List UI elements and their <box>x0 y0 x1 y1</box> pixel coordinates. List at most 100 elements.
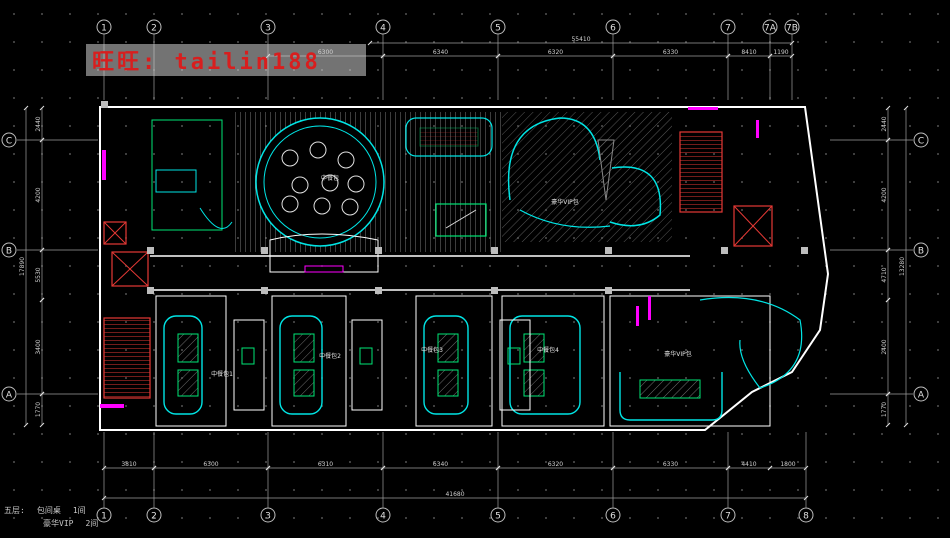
counter <box>155 169 197 193</box>
dim-tick <box>39 137 45 143</box>
dim-tick <box>803 495 809 501</box>
dim-label: 1800 <box>780 461 795 468</box>
table <box>177 369 199 397</box>
vip-room-bottom <box>609 295 771 427</box>
private-room <box>271 295 347 427</box>
column <box>261 247 268 254</box>
grid-bubble-label: A <box>918 391 925 401</box>
dim-tick <box>367 40 373 46</box>
legend-left <box>4 517 31 530</box>
dim-total: 17890 <box>19 257 26 276</box>
grid-bubble <box>1 386 17 402</box>
grid-bubble-label: 8 <box>803 512 809 522</box>
restroom <box>233 319 265 411</box>
table-mark <box>445 209 477 229</box>
column <box>375 247 382 254</box>
dim-label: 2440 <box>881 116 888 131</box>
table <box>293 333 315 363</box>
outer-wall <box>99 106 830 431</box>
dim-label: 5530 <box>35 267 42 282</box>
room-label: 中餐包 <box>321 174 339 182</box>
elevator <box>103 221 127 245</box>
legend-left: 五层: <box>4 506 25 515</box>
vip-sofa-arc <box>507 117 601 201</box>
dim-tick <box>885 391 891 397</box>
legend-mid: 豪华VIP <box>43 519 74 528</box>
dim-tick <box>495 53 501 59</box>
sofa-ring <box>423 315 469 415</box>
table <box>639 379 701 399</box>
dim-total: 13280 <box>899 257 906 276</box>
dim-tick <box>380 53 386 59</box>
grid-bubble-label: B <box>918 247 924 257</box>
grid-bubble-label: 5 <box>495 512 501 522</box>
room-label: 中餐包3 <box>421 346 443 354</box>
dim-label: 1770 <box>881 402 888 417</box>
column <box>801 247 808 254</box>
door-mark <box>756 120 759 138</box>
toilet <box>241 347 255 365</box>
grid-bubble <box>913 386 929 402</box>
private-room <box>501 295 605 427</box>
legend-right: 1间 <box>72 506 86 515</box>
dim-tick <box>903 105 909 111</box>
dim-tick <box>885 422 891 428</box>
dim-label: 3400 <box>35 339 42 354</box>
dim-tick <box>767 465 773 471</box>
door-mark <box>102 150 106 180</box>
dim-tick <box>39 105 45 111</box>
banquet-circle-inner <box>263 125 377 239</box>
door-mark <box>636 306 639 326</box>
dim-tick <box>767 53 773 59</box>
watermark-text: 旺旺: tailin188 <box>92 50 321 75</box>
dim-tick <box>151 465 157 471</box>
dim-tick <box>23 105 29 111</box>
column <box>375 287 382 294</box>
dim-tick <box>803 465 809 471</box>
restroom <box>499 319 531 411</box>
dim-label: 3810 <box>121 461 136 468</box>
dim-label: 6330 <box>663 461 678 468</box>
grid-bubble <box>913 132 929 148</box>
stage-front <box>304 265 344 273</box>
dim-tick <box>380 465 386 471</box>
sofa-ring <box>163 315 203 415</box>
grid-bubble-label: 1 <box>101 512 107 522</box>
dim-tick <box>39 297 45 303</box>
column <box>721 247 728 254</box>
dim-label: 6340 <box>433 49 448 56</box>
grid-bubble <box>913 242 929 258</box>
grid-bubble-label: 6 <box>610 512 616 522</box>
dim-tick <box>39 391 45 397</box>
table <box>293 369 315 397</box>
legend: 五层: 包间桌 1间 豪华VIP 2间 <box>4 504 98 530</box>
dim-label: 8410 <box>741 49 756 56</box>
legend-right: 2间 <box>85 519 99 528</box>
sofa-ring <box>619 372 723 421</box>
elevator-cross <box>733 205 773 247</box>
grid-bubble-label: 6 <box>610 24 616 34</box>
room-label: 豪华VIP包 <box>664 350 692 358</box>
table <box>523 369 545 397</box>
dim-tick <box>885 105 891 111</box>
column <box>491 287 498 294</box>
table <box>437 369 459 397</box>
dim-label: 1190 <box>773 49 788 56</box>
dim-label: 6300 <box>203 461 218 468</box>
grid-bubble-label: 3 <box>265 24 271 34</box>
chair <box>313 197 331 215</box>
sofa-ring <box>509 315 581 415</box>
dim-tick <box>23 422 29 428</box>
dim-tick <box>101 495 107 501</box>
sofa <box>405 117 493 157</box>
grid-bubble-label: 7 <box>725 24 731 34</box>
grid-bubble-label: 2 <box>151 24 157 34</box>
dim-total: 55410 <box>571 36 590 43</box>
dim-label: 4410 <box>741 461 756 468</box>
grid-bubble <box>1 242 17 258</box>
dim-tick <box>610 53 616 59</box>
chair <box>291 176 309 194</box>
